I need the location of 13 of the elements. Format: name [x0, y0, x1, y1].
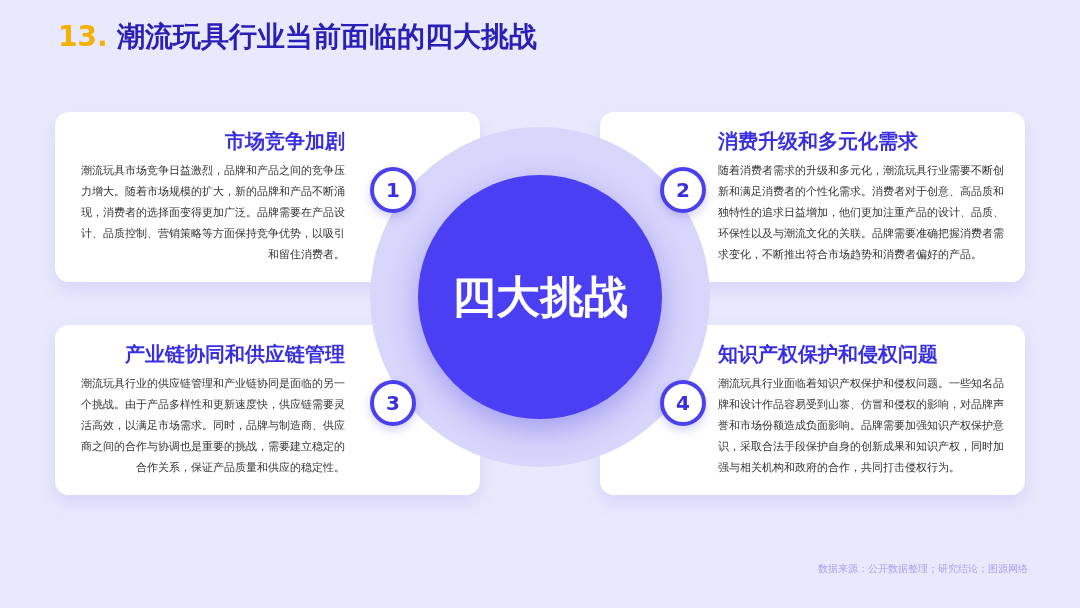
- card-text: 随着消费者需求的升级和多元化，潮流玩具行业需要不断创新和满足消费者的个性化需求。消费者对于创意、高品质和独特性的追求日益增加，他们更加注重产品的设计、品质、环保性以及与潮流文化的关联。品牌需要准确把握消费者需求变化，不断推出符合市场趋势和消费者偏好的产品。: [718, 163, 1005, 262]
- number-circle: 1: [370, 167, 416, 213]
- title: 13. 潮流玩具行业当前面临的四大挑战: [58, 19, 539, 55]
- card-heading: 消费升级和多元化需求: [718, 128, 918, 155]
- card-text: 潮流玩具行业的供应链管理和产业链协同是面临的另一个挑战。由于产品多样性和更新速度快，供应链需要灵活高效，以满足市场需求。同时，品牌与制造商、供应商之间的合作与协调也是重要的挑战，需要建立稳定的合作关系，保证产品质量和供应的稳定性。: [80, 376, 345, 475]
- card-heading: 产业链协同和供应链管理: [125, 341, 345, 368]
- card-heading: 市场竞争加剧: [225, 128, 345, 155]
- card-heading: 知识产权保护和侵权问题: [718, 341, 938, 368]
- card-text: 潮流玩具行业面临着知识产权保护和侵权问题。一些知名品牌和设计作品容易受到山寨、仿冒和侵权的影响，对品牌声誉和市场份额造成负面影响。品牌需要加强知识产权保护意识，采取合法手段保护自身的创新成果和知识产权，同时加强与相关机构和政府的合作，共同打击侵权行为。: [718, 376, 1005, 475]
- number-circle: 2: [660, 167, 706, 213]
- card-text: 潮流玩具市场竞争日益激烈，品牌和产品之间的竞争压力增大。随着市场规模的扩大，新的品牌和产品不断涌现，消费者的选择面变得更加广泛。品牌需要在产品设计、品质控制、营销策略等方面保持竞争优势，以吸引和留住消费者。: [80, 163, 345, 262]
- number-circle: 4: [660, 380, 706, 426]
- number-circle: 3: [370, 380, 416, 426]
